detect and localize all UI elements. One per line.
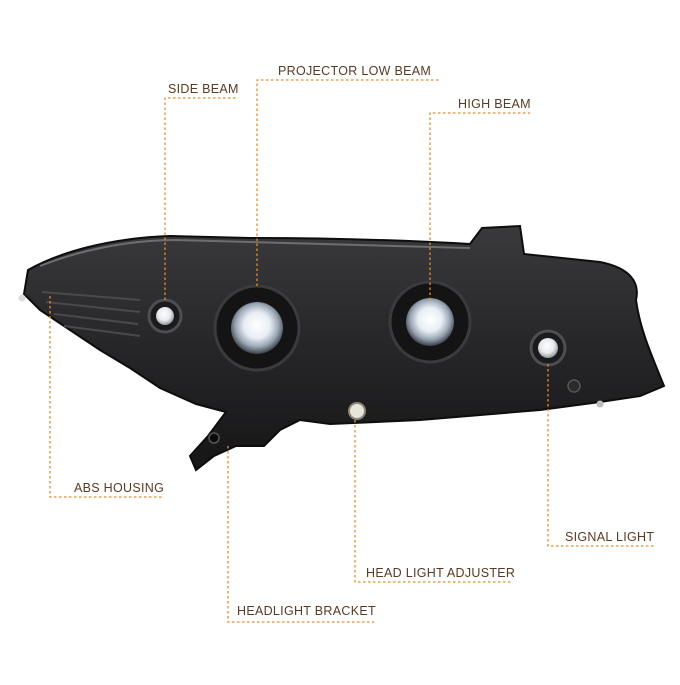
leader-adjuster bbox=[354, 420, 512, 583]
label-signal-light: SIGNAL LIGHT bbox=[565, 530, 655, 544]
signal-bulb bbox=[538, 338, 558, 358]
leader-bracket bbox=[227, 446, 374, 623]
side-beam-bulb bbox=[156, 307, 174, 325]
housing-rim bbox=[39, 238, 471, 267]
housing-body bbox=[22, 224, 666, 472]
high-beam-lens bbox=[406, 298, 454, 346]
adjuster-knob bbox=[348, 402, 366, 420]
label-abs-housing: ABS HOUSING bbox=[74, 481, 165, 495]
bolt bbox=[596, 400, 604, 408]
housing-ribs bbox=[41, 291, 141, 337]
leader-high-beam bbox=[429, 112, 530, 300]
leader-signal-light bbox=[547, 364, 655, 547]
label-projector-low-beam: PROJECTOR LOW BEAM bbox=[278, 64, 432, 78]
bolt bbox=[18, 294, 26, 302]
label-headlight-bracket: HEADLIGHT BRACKET bbox=[237, 604, 376, 618]
leader-projector bbox=[256, 79, 440, 286]
bracket-hole bbox=[208, 432, 220, 444]
label-side-beam: SIDE BEAM bbox=[168, 82, 239, 96]
projector-lens bbox=[231, 302, 283, 354]
label-high-beam: HIGH BEAM bbox=[458, 97, 531, 111]
leader-abs-housing bbox=[49, 296, 162, 498]
leader-side-beam bbox=[164, 97, 236, 300]
label-head-light-adjuster: HEAD LIGHT ADJUSTER bbox=[366, 566, 516, 580]
bolt bbox=[567, 379, 581, 393]
callout-leaders bbox=[49, 79, 655, 623]
